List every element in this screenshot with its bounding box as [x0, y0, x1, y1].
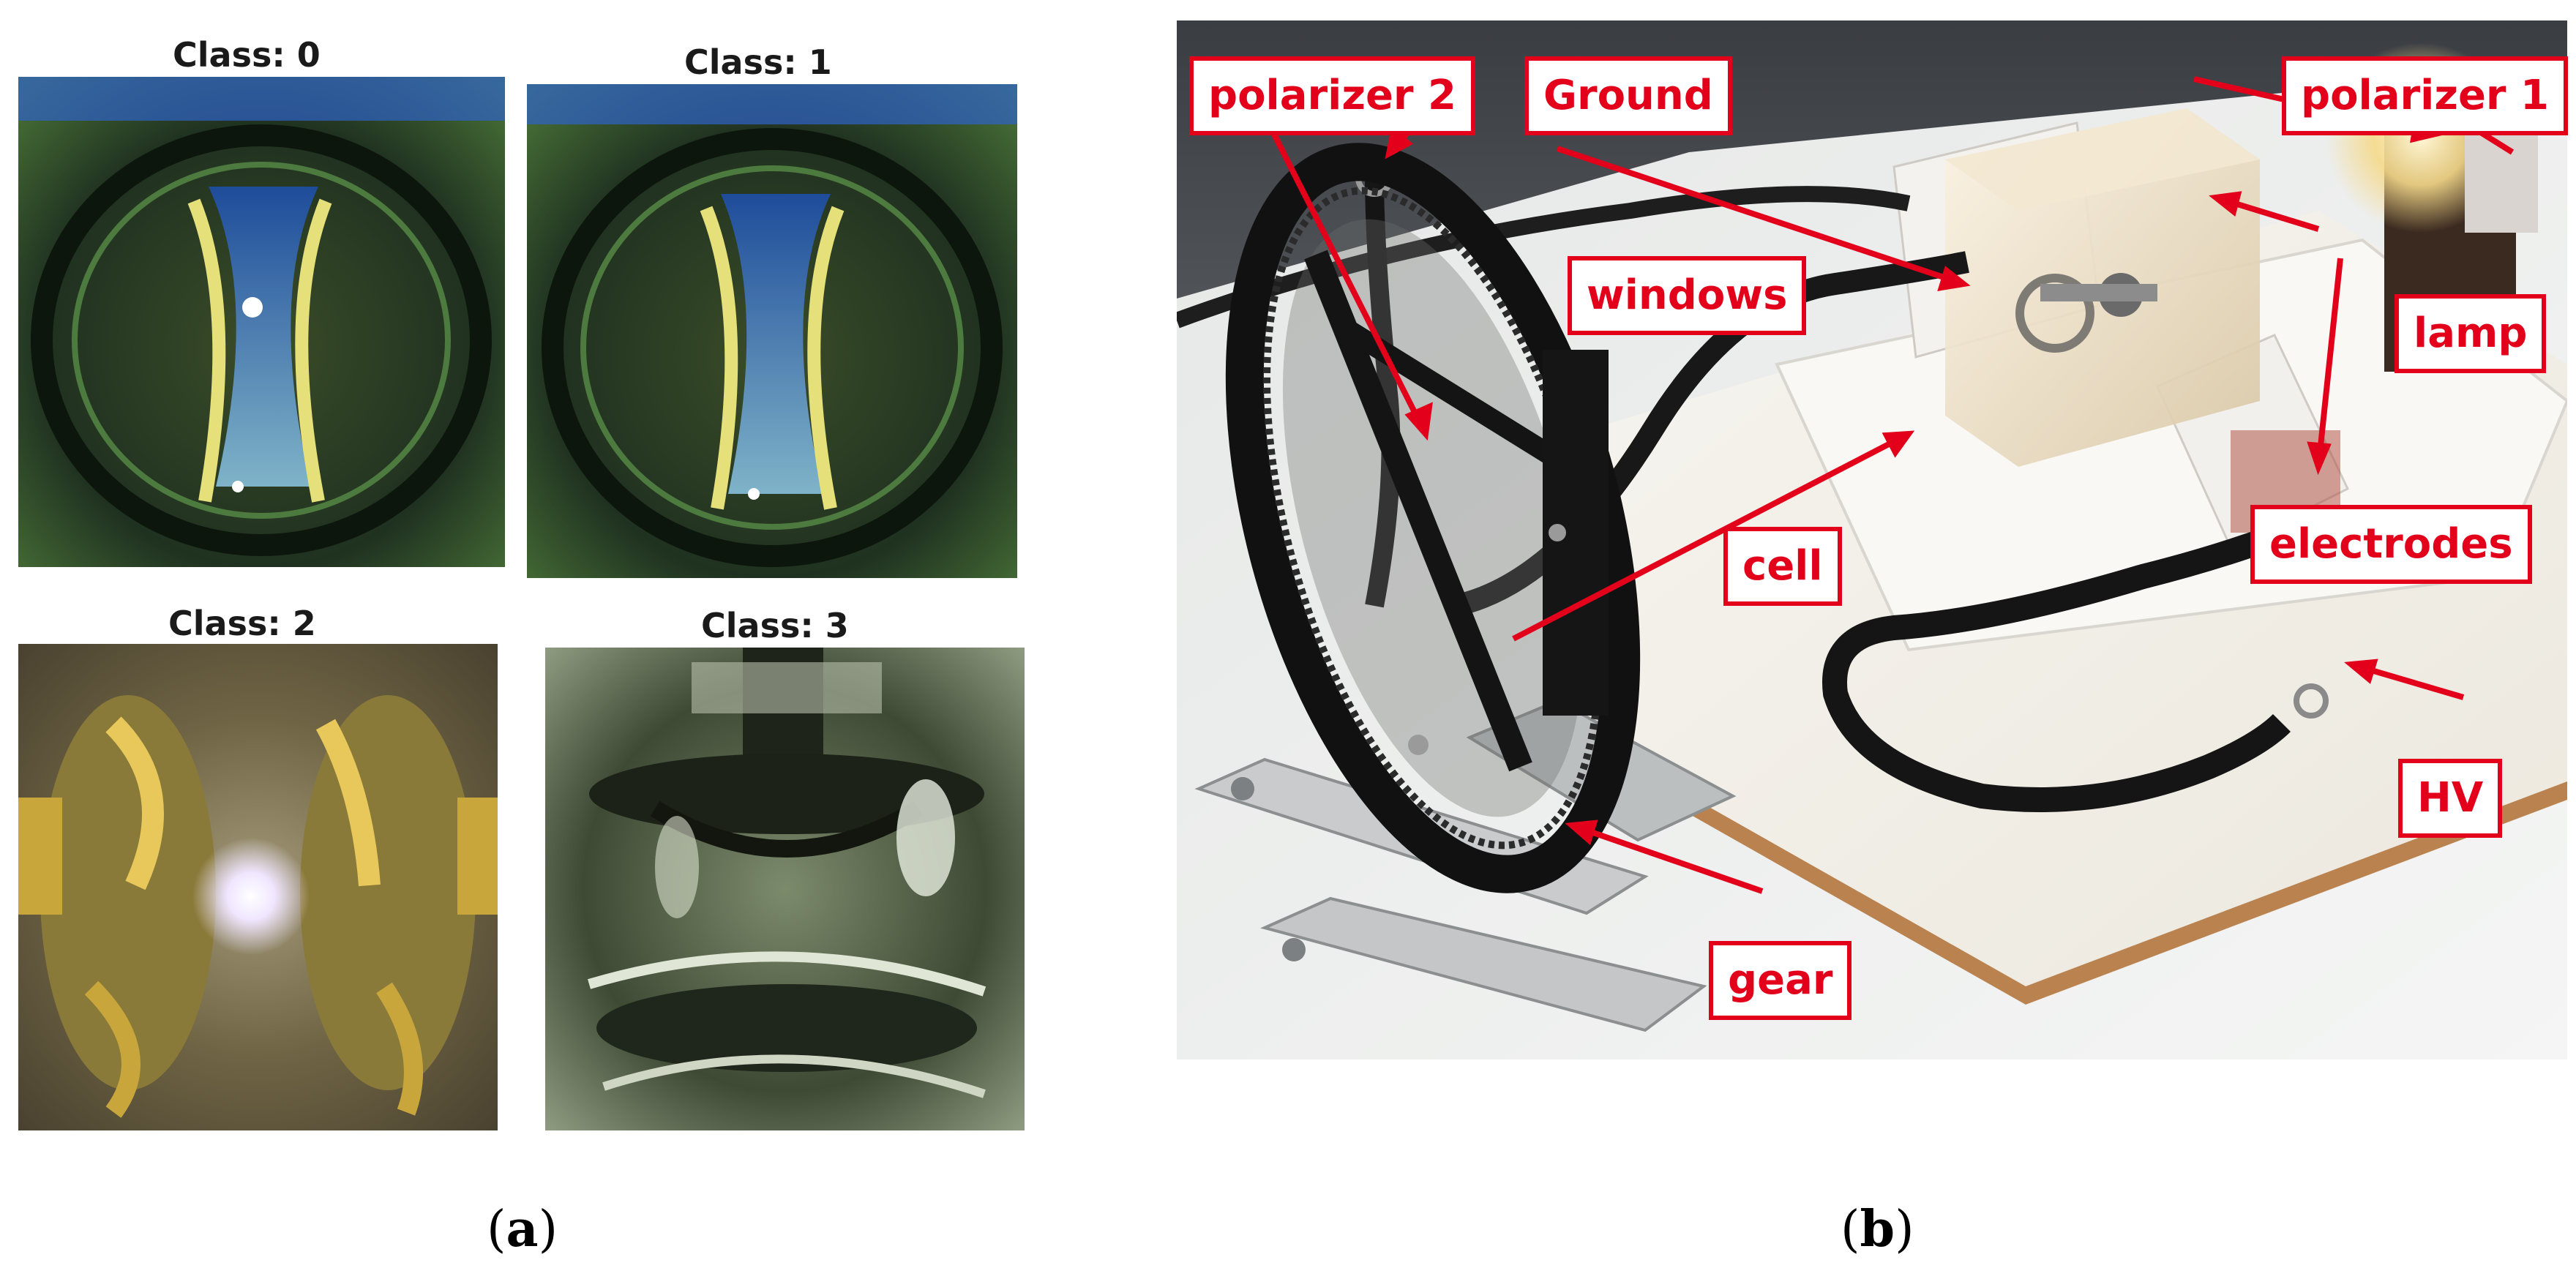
label-polarizer-1: polarizer 1	[2282, 56, 2569, 135]
caption-a-open: (	[487, 1201, 506, 1259]
label-lamp: lamp	[2395, 294, 2547, 373]
caption-b-close: )	[1895, 1201, 1914, 1259]
class-2-image	[18, 644, 498, 1130]
caption-b: (b)	[1841, 1200, 1914, 1259]
class-1-image	[527, 84, 1017, 578]
class-0-title: Class: 0	[173, 35, 321, 75]
caption-b-open: (	[1841, 1201, 1860, 1259]
label-cell: cell	[1723, 527, 1842, 606]
caption-b-letter: b	[1860, 1200, 1895, 1259]
class-1-title: Class: 1	[684, 42, 832, 82]
caption-a-close: )	[538, 1201, 558, 1259]
label-polarizer-2: polarizer 2	[1189, 56, 1476, 135]
class-0-image	[18, 77, 505, 567]
caption-a-letter: a	[506, 1200, 539, 1259]
label-windows: windows	[1568, 256, 1807, 335]
class-2-title: Class: 2	[168, 604, 316, 643]
label-gear: gear	[1709, 941, 1852, 1020]
class-3-image	[545, 648, 1025, 1130]
label-ground: Ground	[1524, 56, 1732, 135]
label-hv: HV	[2398, 759, 2503, 838]
class-3-title: Class: 3	[701, 606, 849, 645]
caption-a: (a)	[487, 1200, 558, 1259]
label-electrodes: electrodes	[2250, 505, 2532, 584]
